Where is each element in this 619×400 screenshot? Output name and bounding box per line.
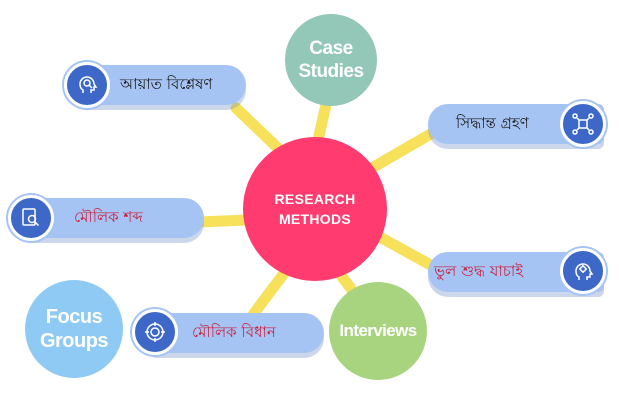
connector-moulik-bidhan: [246, 262, 294, 322]
node-moulik-shabda: মৌলিক শব্দ: [26, 198, 204, 238]
head-analysis-icon: [64, 62, 110, 108]
connector-siddhanta: [366, 126, 440, 174]
node-bhul-shuddha-label: ভুল শুদ্ধ যাচাই: [434, 261, 524, 280]
connector-ayat: [230, 102, 288, 158]
node-moulik-bidhan: মৌলিক বিধান: [150, 313, 324, 353]
target-bell-icon: [132, 309, 178, 355]
head-gears-icon: [560, 248, 606, 294]
connector-bhul: [372, 230, 442, 274]
interviews-node: Interviews: [329, 282, 427, 380]
interviews-label: Interviews: [339, 321, 417, 340]
focus-groups-line-2: Groups: [39, 330, 109, 352]
hub-research-methods: RESEARCH METHODS: [243, 137, 387, 281]
node-ayat-analysis: আয়াত বিশ্লেষণ: [84, 65, 246, 105]
node-ayat-label: আয়াত বিশ্লেষণ: [120, 74, 213, 93]
connector-case: [312, 94, 333, 146]
decision-network-icon: [560, 101, 606, 147]
case-studies-node: Case Studies: [285, 14, 377, 106]
focus-groups-line-1: Focus: [45, 306, 103, 328]
document-search-icon: [8, 195, 54, 241]
case-studies-line-1: Case: [309, 38, 353, 59]
hub-line-1: RESEARCH: [274, 191, 356, 207]
hub-line-2: METHODS: [278, 211, 352, 227]
connector-moulik-shabda: [192, 214, 254, 228]
node-moulik-bidhan-label: মৌলিক বিধান: [192, 322, 276, 341]
focus-groups-node: Focus Groups: [25, 280, 123, 378]
node-siddhanta-label: সিদ্ধান্ত গ্রহণ: [456, 113, 529, 132]
node-moulik-shabda-label: মৌলিক শব্দ: [74, 207, 143, 226]
case-studies-line-2: Studies: [298, 61, 364, 82]
